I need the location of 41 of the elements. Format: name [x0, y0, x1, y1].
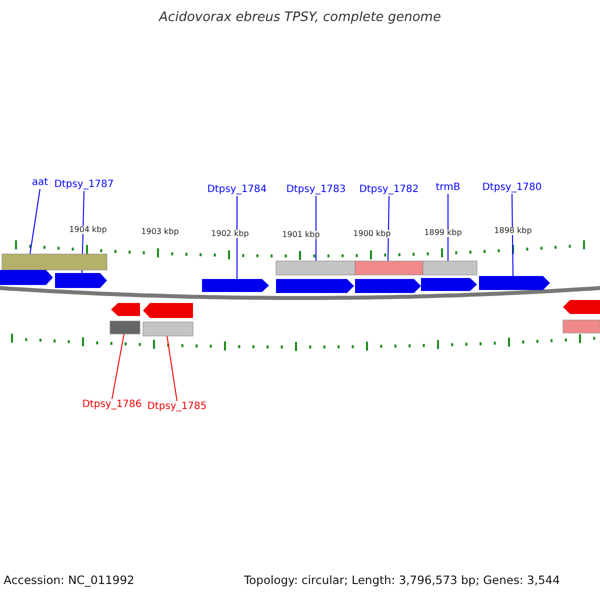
gene-label: aat [32, 178, 48, 188]
gene-block [355, 279, 421, 293]
gene-block [563, 300, 600, 314]
gene-block [111, 303, 140, 316]
gene-block [276, 279, 354, 293]
gene-block [479, 276, 550, 290]
gene-label: Dtpsy_1785 [147, 402, 207, 412]
gene-label: Dtpsy_1783 [286, 185, 346, 195]
gene-bar [354, 260, 424, 276]
gene-block [202, 279, 269, 292]
accession-text: Accession: NC_011992 [4, 575, 134, 586]
leader-line [236, 196, 238, 280]
leader-line [388, 196, 390, 262]
gene-block [143, 303, 193, 318]
genome-stats-text: Topology: circular; Length: 3,796,573 bp; Genes: 3,544 [244, 575, 560, 586]
leader-line [112, 334, 124, 400]
gene-label: Dtpsy_1787 [54, 180, 114, 190]
gene-label: Dtpsy_1782 [359, 185, 419, 195]
scale-label: 1900 kbp [353, 230, 391, 238]
title: Acidovorax ebreus TPSY, complete genome [159, 11, 441, 24]
gene-block [55, 273, 107, 288]
gene-bar [110, 320, 140, 334]
gene-label: Dtpsy_1786 [82, 400, 142, 410]
leader-line [30, 188, 40, 254]
scale-label: 1898 kbp [494, 227, 532, 235]
scale-label: 1899 kbp [424, 229, 462, 237]
gene-bar [2, 254, 108, 270]
scale-label: 1904 kbp [69, 226, 107, 234]
leader-line [512, 194, 514, 276]
scale-label: 1903 kbp [141, 228, 179, 236]
gene-label: trmB [436, 183, 460, 193]
leader-line [166, 336, 178, 402]
gene-bar [562, 320, 600, 334]
scale-label: 1901 kbp [282, 231, 320, 239]
gene-bar [422, 260, 478, 276]
gene-label: Dtpsy_1780 [482, 183, 542, 193]
gene-block [421, 278, 477, 291]
scale-label: 1902 kbp [211, 230, 249, 238]
gene-label: Dtpsy_1784 [207, 185, 267, 195]
gene-bar [142, 322, 194, 336]
gene-bar [276, 260, 356, 276]
